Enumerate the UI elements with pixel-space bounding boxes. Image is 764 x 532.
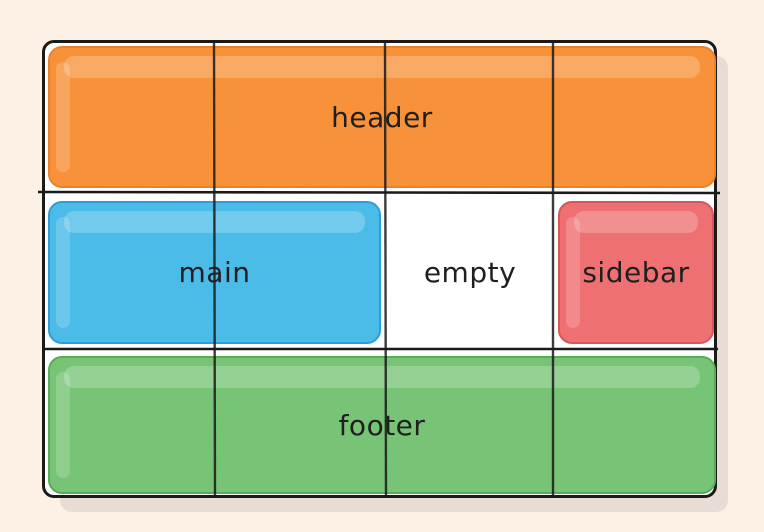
sidebar-label: sidebar bbox=[582, 256, 690, 289]
gloss-highlight bbox=[64, 56, 700, 78]
header-label: header bbox=[331, 100, 433, 134]
header-area: header bbox=[48, 46, 716, 188]
sidebar-area: sidebar bbox=[558, 201, 714, 344]
empty-label: empty bbox=[423, 256, 517, 289]
gloss-highlight bbox=[574, 211, 698, 233]
gloss-side-highlight bbox=[566, 217, 580, 328]
footer-area: footer bbox=[48, 356, 716, 494]
empty-area: empty bbox=[386, 201, 554, 344]
main-area: main bbox=[48, 201, 381, 344]
gloss-highlight bbox=[64, 211, 365, 233]
gloss-side-highlight bbox=[56, 372, 70, 478]
gloss-highlight bbox=[64, 366, 700, 388]
main-label: main bbox=[178, 256, 251, 289]
gloss-side-highlight bbox=[56, 217, 70, 328]
footer-label: footer bbox=[338, 408, 426, 442]
gloss-side-highlight bbox=[56, 62, 70, 172]
